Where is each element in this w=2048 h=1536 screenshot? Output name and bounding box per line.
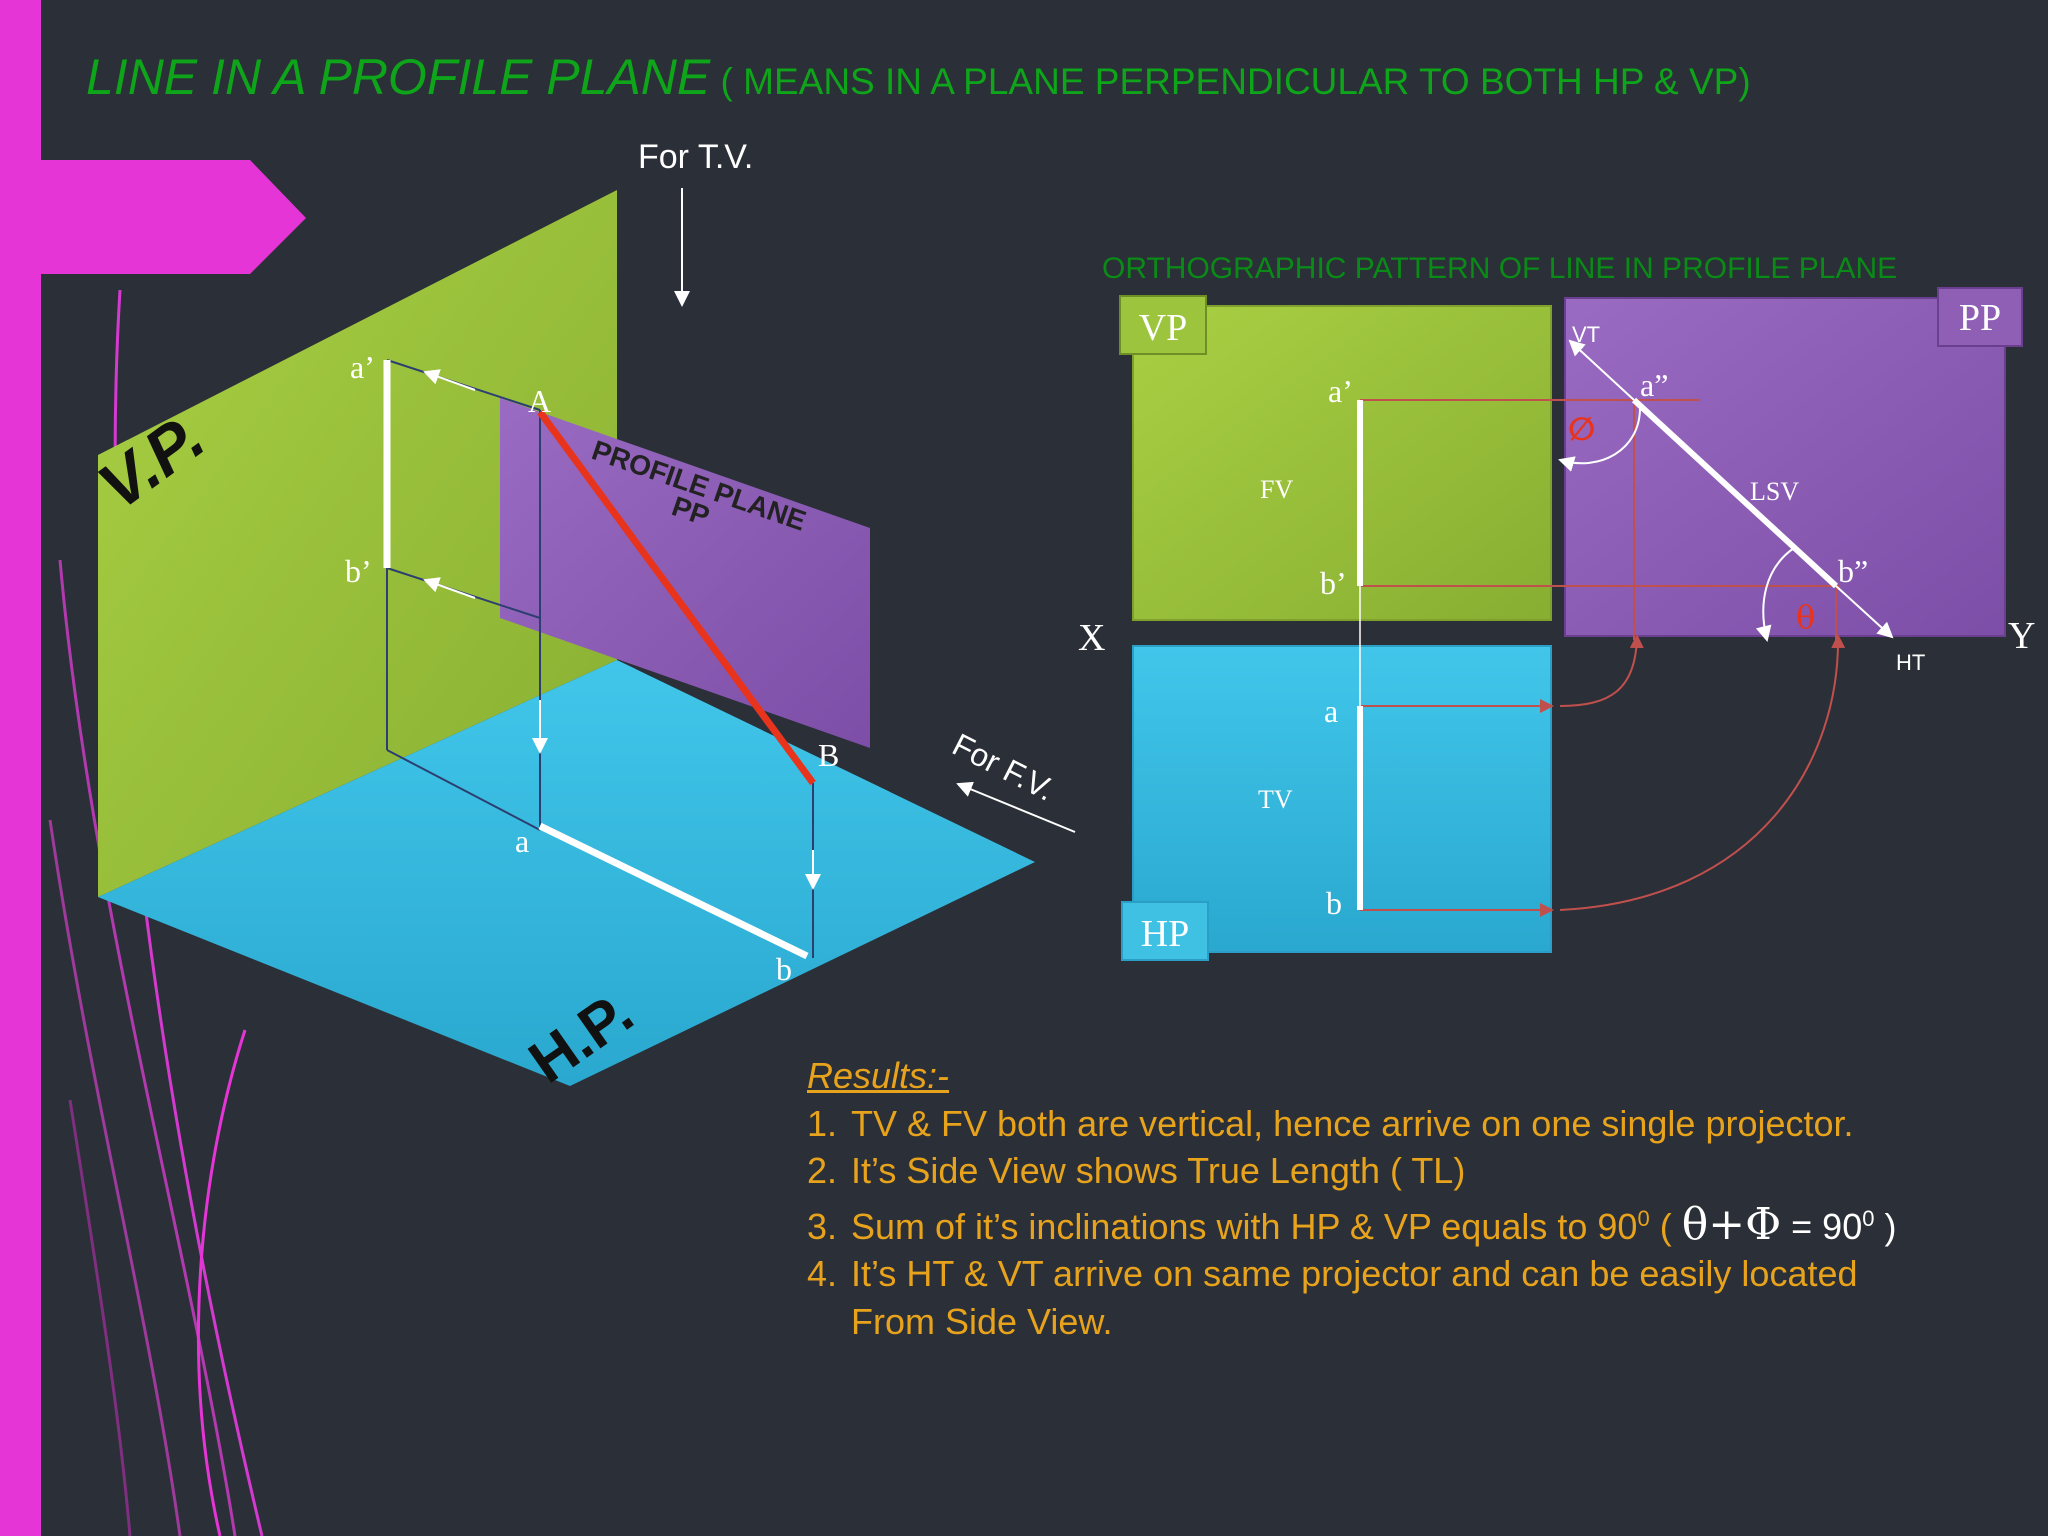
for-fv-label: For F.V. [947, 726, 1061, 808]
vp-rect [1132, 305, 1552, 621]
vp-tag [1119, 295, 1207, 355]
true-line-ab [537, 409, 816, 786]
x-label: X [1078, 617, 1105, 659]
equals-ninety: = 90 [1781, 1205, 1863, 1247]
projector-arrows-pictorial [423, 369, 821, 890]
plus-glyph: + [1708, 1198, 1746, 1250]
paren-open: ( [1649, 1205, 1682, 1247]
pp-tag-label: PP [1959, 297, 2001, 339]
title-subtitle: ( MEANS IN A PLANE PERPENDICULAR TO BOTH… [710, 61, 1751, 102]
result-number: 2. [807, 1150, 838, 1191]
tv-a-label: a [1324, 693, 1338, 729]
pictorial-view: For T.V. For F.V. V.P. H.P. PROFILE PLAN… [85, 138, 1076, 1096]
tv-b-label: b [1326, 885, 1342, 921]
lsv-line [1631, 397, 1839, 589]
theta-symbol: θ [1796, 598, 1815, 636]
pp-rect [1564, 297, 2006, 637]
sv-b-dprime-label: b” [1838, 553, 1868, 589]
results-heading: Results:- [807, 1055, 950, 1096]
result-text: Sum of it’s inclinations with HP & VP eq… [851, 1205, 1638, 1247]
degree-superscript-2: 0 [1862, 1205, 1875, 1231]
accent-arrow-tab [41, 160, 306, 274]
fv-label: FV [1260, 475, 1293, 504]
result-text: It’s Side View shows True Length ( TL) [851, 1150, 1466, 1191]
point-a-prime-label: a’ [350, 349, 375, 385]
point-B-label: B [818, 737, 839, 773]
result-number: 1. [807, 1102, 838, 1144]
result-number: 3. [807, 1205, 838, 1247]
phi-symbol: ∅ [1568, 410, 1595, 448]
for-tv-label: For T.V. [638, 138, 753, 176]
lsv-extension-ht [1835, 585, 1894, 639]
tv-label: TV [1258, 785, 1293, 814]
phi-glyph: Φ [1745, 1198, 1782, 1250]
ortho-projectors [1360, 399, 1846, 917]
fv-direction-arrow [956, 781, 1076, 833]
left-accent-bar [0, 0, 41, 1536]
page-title: LINE IN A PROFILE PLANE ( MEANS IN A PLA… [86, 48, 1751, 106]
vt-label: VT [1572, 322, 1600, 347]
theta-glyph: θ [1681, 1198, 1709, 1250]
phi-angle-arc [1558, 407, 1641, 472]
point-b-label: b [776, 951, 792, 987]
result-item-1: 1. TV & FV both are vertical, hence arriv… [807, 1100, 2037, 1148]
lsv-label: LSV [1750, 477, 1799, 506]
fv-b-prime-label: b’ [1320, 565, 1347, 601]
y-label: Y [2008, 615, 2035, 657]
ht-label: HT [1896, 650, 1925, 675]
title-main: LINE IN A PROFILE PLANE [86, 49, 711, 105]
result-text: It’s HT & VT arrive on same projector an… [851, 1253, 1858, 1294]
vp-plane-pictorial [98, 190, 617, 897]
hp-tag-label: HP [1141, 913, 1190, 955]
point-b-prime-label: b’ [345, 553, 372, 589]
pp-tag [1937, 287, 2023, 347]
paren-close: ) [1874, 1205, 1897, 1247]
lsv-extension-vt [1568, 339, 1635, 401]
orthographic-view: ORTHOGRAPHIC PATTERN OF LINE IN PROFILE … [1078, 252, 2035, 961]
point-a-label: a [515, 823, 529, 859]
result-item-2: 2. It’s Side View shows True Length ( TL) [807, 1147, 2037, 1195]
degree-superscript: 0 [1637, 1205, 1650, 1231]
result-text: TV & FV both are vertical, hence arrive … [851, 1102, 1854, 1144]
result-text: From Side View. [851, 1300, 1113, 1342]
fv-a-prime-label: a’ [1328, 373, 1353, 409]
result-number: 4. [807, 1253, 838, 1294]
theta-angle-arc [1755, 547, 1795, 642]
point-A-label: A [528, 383, 551, 419]
result-item-4-continued: From Side View. [807, 1298, 2037, 1346]
result-item-4: 4. It’s HT & VT arrive on same projector … [807, 1250, 2037, 1298]
result-item-3: 3. Sum of it’s inclinations with HP & VP … [807, 1195, 2037, 1251]
hp-tag [1121, 901, 1209, 961]
results-block: Results:- 1. TV & FV both are vertical, h… [807, 1052, 2037, 1345]
tv-line-pictorial [538, 822, 809, 960]
vp-tag-label: VP [1139, 307, 1188, 349]
sv-a-dprime-label: a” [1640, 367, 1668, 403]
ortho-heading: ORTHOGRAPHIC PATTERN OF LINE IN PROFILE … [1102, 252, 1897, 285]
